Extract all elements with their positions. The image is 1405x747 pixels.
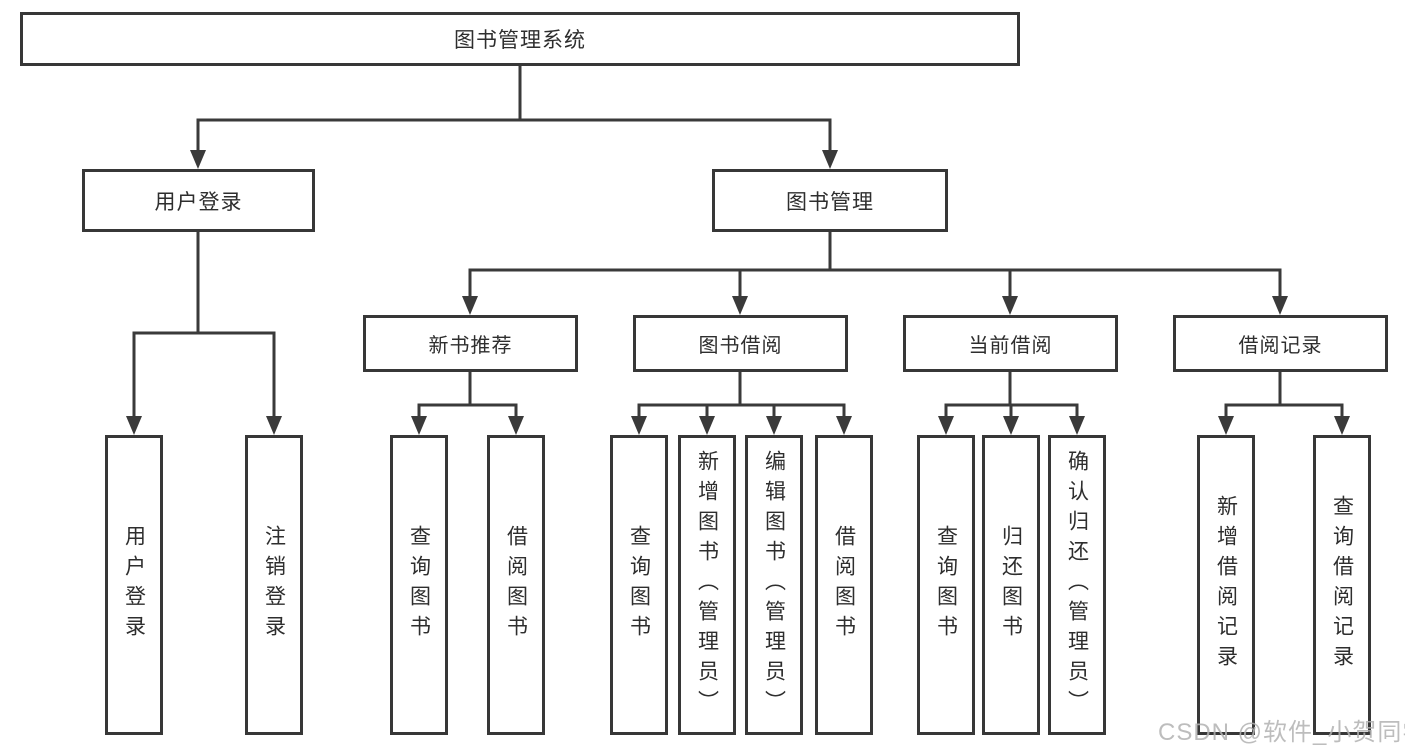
leaf-confirm-return-admin-label: 确认归还（管理员） bbox=[1065, 450, 1089, 720]
arrowheads bbox=[126, 150, 1350, 435]
node-new-book-recommend-label: 新书推荐 bbox=[428, 335, 513, 357]
leaf-borrowing-query-books-label: 查询图书 bbox=[627, 525, 651, 645]
node-user-login: 用户登录 bbox=[82, 169, 315, 232]
leaf-query-borrow-record-label: 查询借阅记录 bbox=[1330, 495, 1354, 675]
leaf-query-borrow-record: 查询借阅记录 bbox=[1313, 435, 1371, 735]
node-book-borrowing-label: 图书借阅 bbox=[698, 335, 783, 357]
leaf-add-borrow-record-label: 新增借阅记录 bbox=[1214, 495, 1238, 675]
leaf-recommend-query-books-label: 查询图书 bbox=[407, 525, 431, 645]
leaf-current-query-books: 查询图书 bbox=[917, 435, 975, 735]
node-current-borrowing: 当前借阅 bbox=[903, 315, 1118, 372]
leaf-borrowing-borrow-books-label: 借阅图书 bbox=[832, 525, 856, 645]
leaf-return-books-label: 归还图书 bbox=[999, 525, 1023, 645]
node-user-login-label: 用户登录 bbox=[154, 190, 243, 214]
leaf-return-books: 归还图书 bbox=[982, 435, 1040, 735]
leaf-logout-label: 注销登录 bbox=[262, 525, 286, 645]
node-borrowing-records: 借阅记录 bbox=[1173, 315, 1388, 372]
leaf-user-login-label: 用户登录 bbox=[122, 525, 146, 645]
leaf-user-login: 用户登录 bbox=[105, 435, 163, 735]
leaf-recommend-borrow-books-label: 借阅图书 bbox=[504, 525, 528, 645]
node-book-management: 图书管理 bbox=[712, 169, 948, 232]
leaf-recommend-borrow-books: 借阅图书 bbox=[487, 435, 545, 735]
leaf-add-borrow-record: 新增借阅记录 bbox=[1197, 435, 1255, 735]
leaf-edit-books-admin: 编辑图书（管理员） bbox=[745, 435, 803, 735]
node-book-management-system: 图书管理系统 bbox=[20, 12, 1020, 66]
leaf-logout: 注销登录 bbox=[245, 435, 303, 735]
csdn-watermark: CSDN @软件_小贺同学 bbox=[1158, 719, 1405, 746]
node-current-borrowing-label: 当前借阅 bbox=[968, 335, 1053, 357]
node-book-management-system-label: 图书管理系统 bbox=[454, 29, 586, 52]
node-book-borrowing: 图书借阅 bbox=[633, 315, 848, 372]
leaf-confirm-return-admin: 确认归还（管理员） bbox=[1048, 435, 1106, 735]
leaf-recommend-query-books: 查询图书 bbox=[390, 435, 448, 735]
leaf-add-books-admin: 新增图书（管理员） bbox=[678, 435, 736, 735]
leaf-current-query-books-label: 查询图书 bbox=[934, 525, 958, 645]
node-borrowing-records-label: 借阅记录 bbox=[1238, 335, 1323, 357]
leaf-borrowing-borrow-books: 借阅图书 bbox=[815, 435, 873, 735]
node-book-management-label: 图书管理 bbox=[786, 190, 874, 214]
leaf-borrowing-query-books: 查询图书 bbox=[610, 435, 668, 735]
leaf-add-books-admin-label: 新增图书（管理员） bbox=[695, 450, 719, 720]
leaf-edit-books-admin-label: 编辑图书（管理员） bbox=[762, 450, 786, 720]
node-new-book-recommend: 新书推荐 bbox=[363, 315, 578, 372]
